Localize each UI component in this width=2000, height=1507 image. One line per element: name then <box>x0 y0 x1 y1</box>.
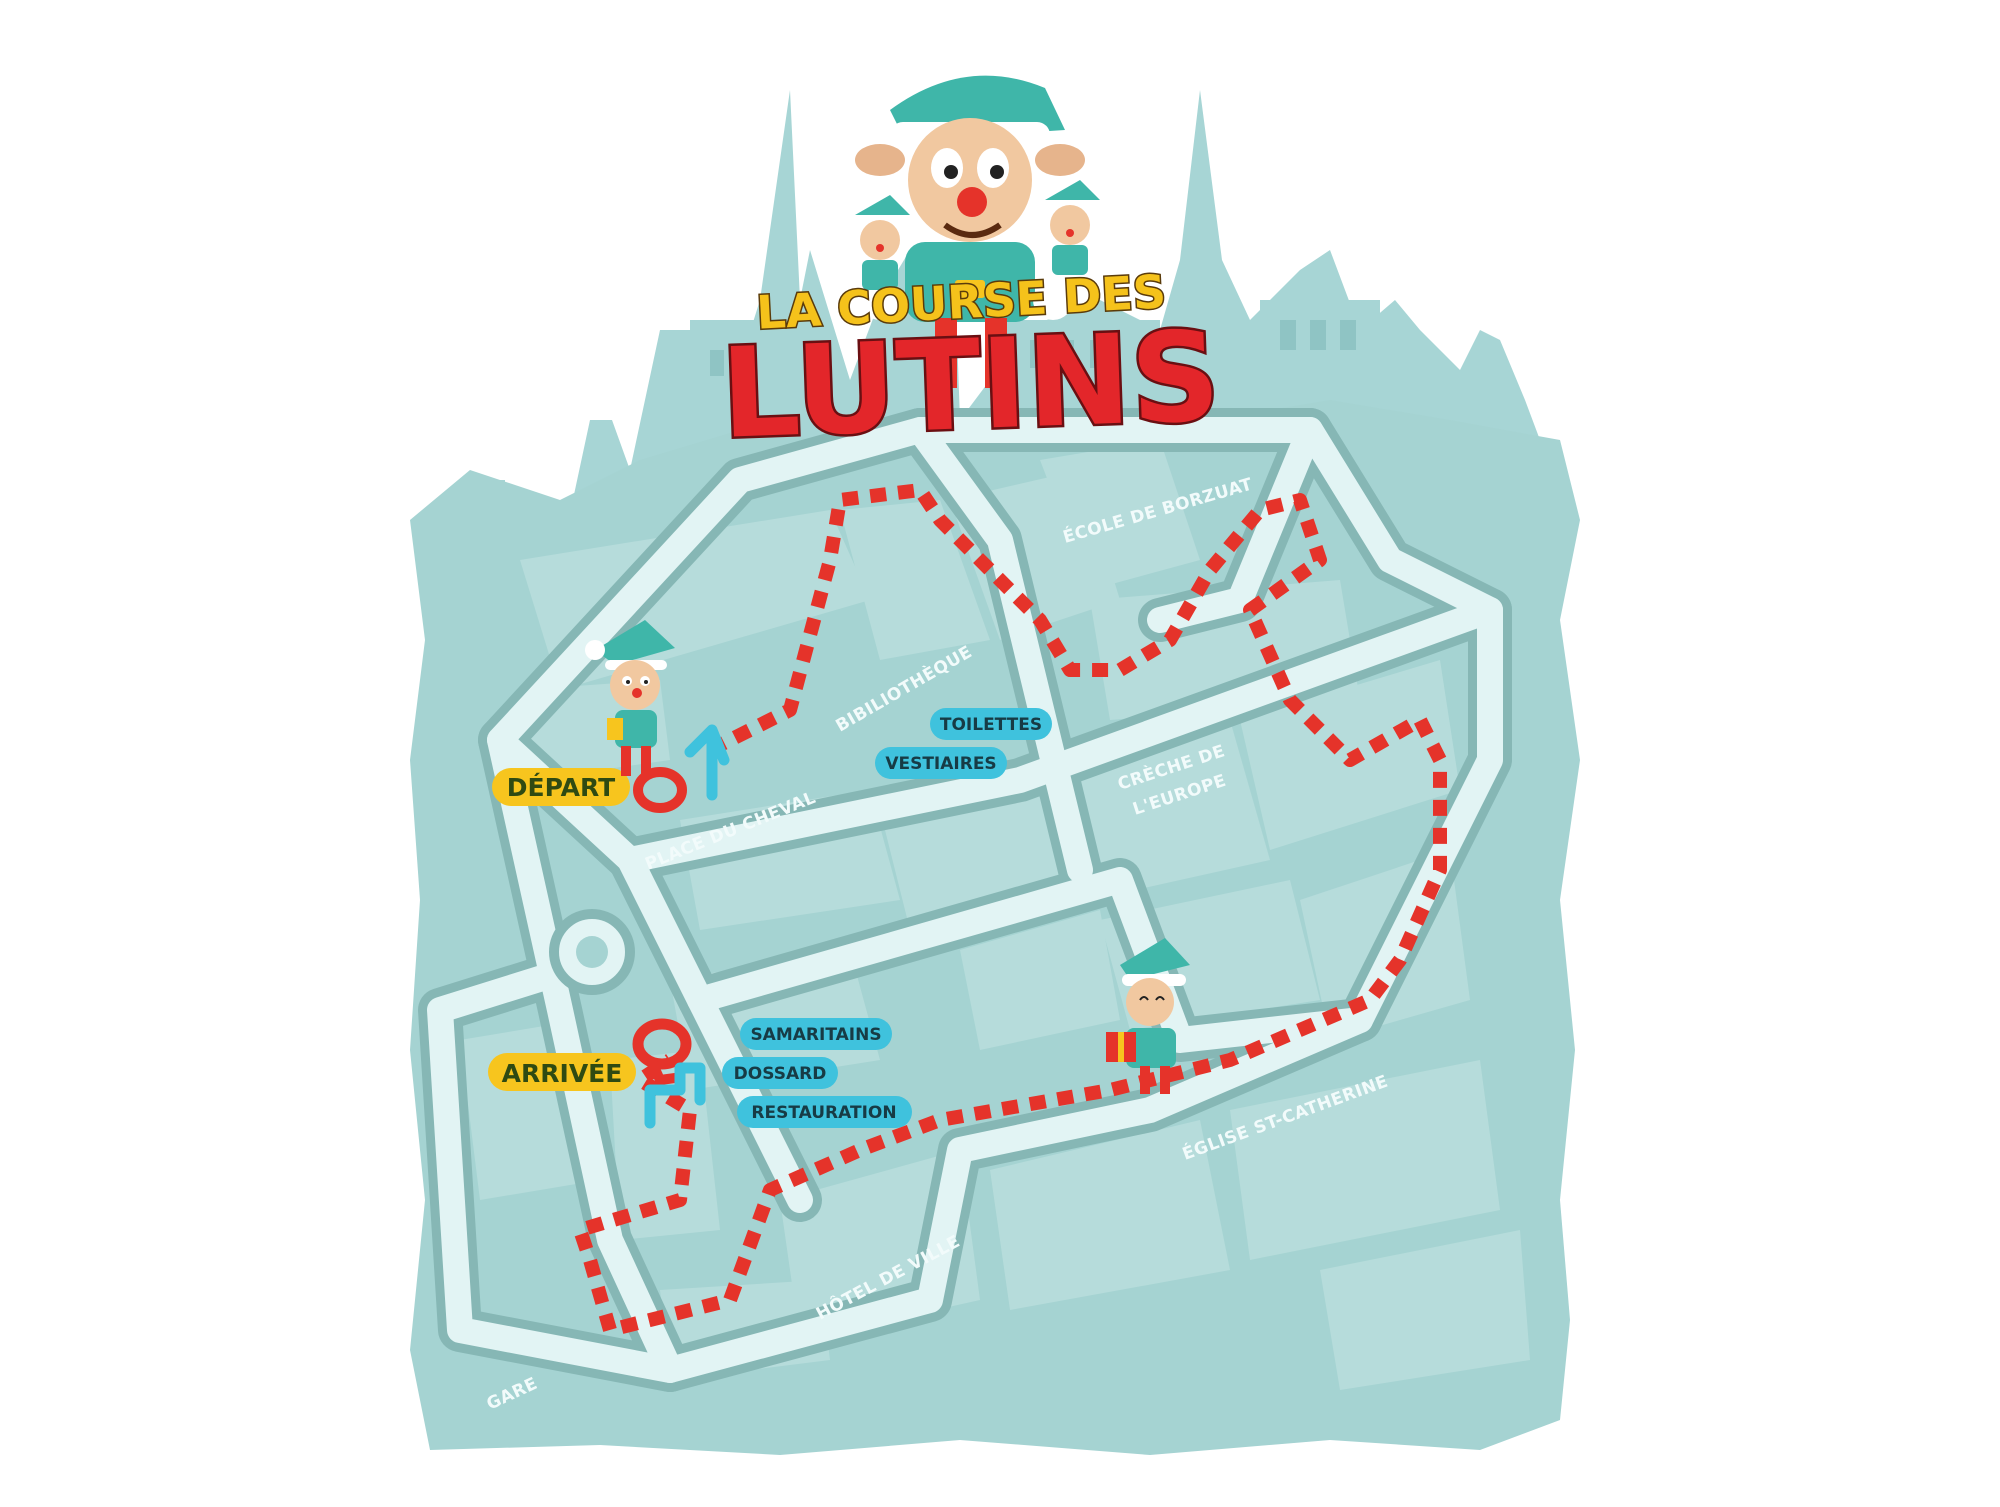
svg-text:DOSSARD: DOSSARD <box>734 1064 827 1084</box>
elf-gift-icon <box>1106 938 1190 1094</box>
svg-text:DÉPART: DÉPART <box>507 773 615 802</box>
svg-text:ARRIVÉE: ARRIVÉE <box>502 1059 623 1088</box>
elf-small-icon <box>840 195 910 290</box>
tag-vestiaires[interactable]: VESTIAIRES <box>875 747 1007 779</box>
tag-samaritains[interactable]: SAMARITAINS <box>740 1018 892 1050</box>
elf-small-icon <box>1045 180 1110 275</box>
tag-toilettes[interactable]: TOILETTES <box>930 708 1052 740</box>
tag-restauration[interactable]: RESTAURATION <box>737 1096 912 1128</box>
svg-text:TOILETTES: TOILETTES <box>940 715 1042 735</box>
direction-arrow-icon <box>684 724 730 801</box>
tag-dossard[interactable]: DOSSARD <box>722 1057 838 1089</box>
start-marker[interactable]: DÉPART <box>492 768 630 806</box>
svg-text:RESTAURATION: RESTAURATION <box>751 1103 896 1123</box>
elf-mascot-icon <box>855 72 1085 388</box>
svg-text:VESTIAIRES: VESTIAIRES <box>885 754 996 774</box>
start-ring-icon <box>633 767 687 813</box>
finish-ring-icon <box>632 1018 692 1086</box>
title-line-2: LUTINS <box>719 305 1223 466</box>
skyline-windows <box>710 320 1356 376</box>
elf-small-icon <box>585 620 675 776</box>
finish-marker[interactable]: ARRIVÉE <box>488 1053 636 1091</box>
direction-arrow-icon <box>644 1062 706 1129</box>
svg-text:SAMARITAINS: SAMARITAINS <box>750 1025 881 1045</box>
race-route <box>573 483 1447 1337</box>
roundabout <box>549 909 635 995</box>
